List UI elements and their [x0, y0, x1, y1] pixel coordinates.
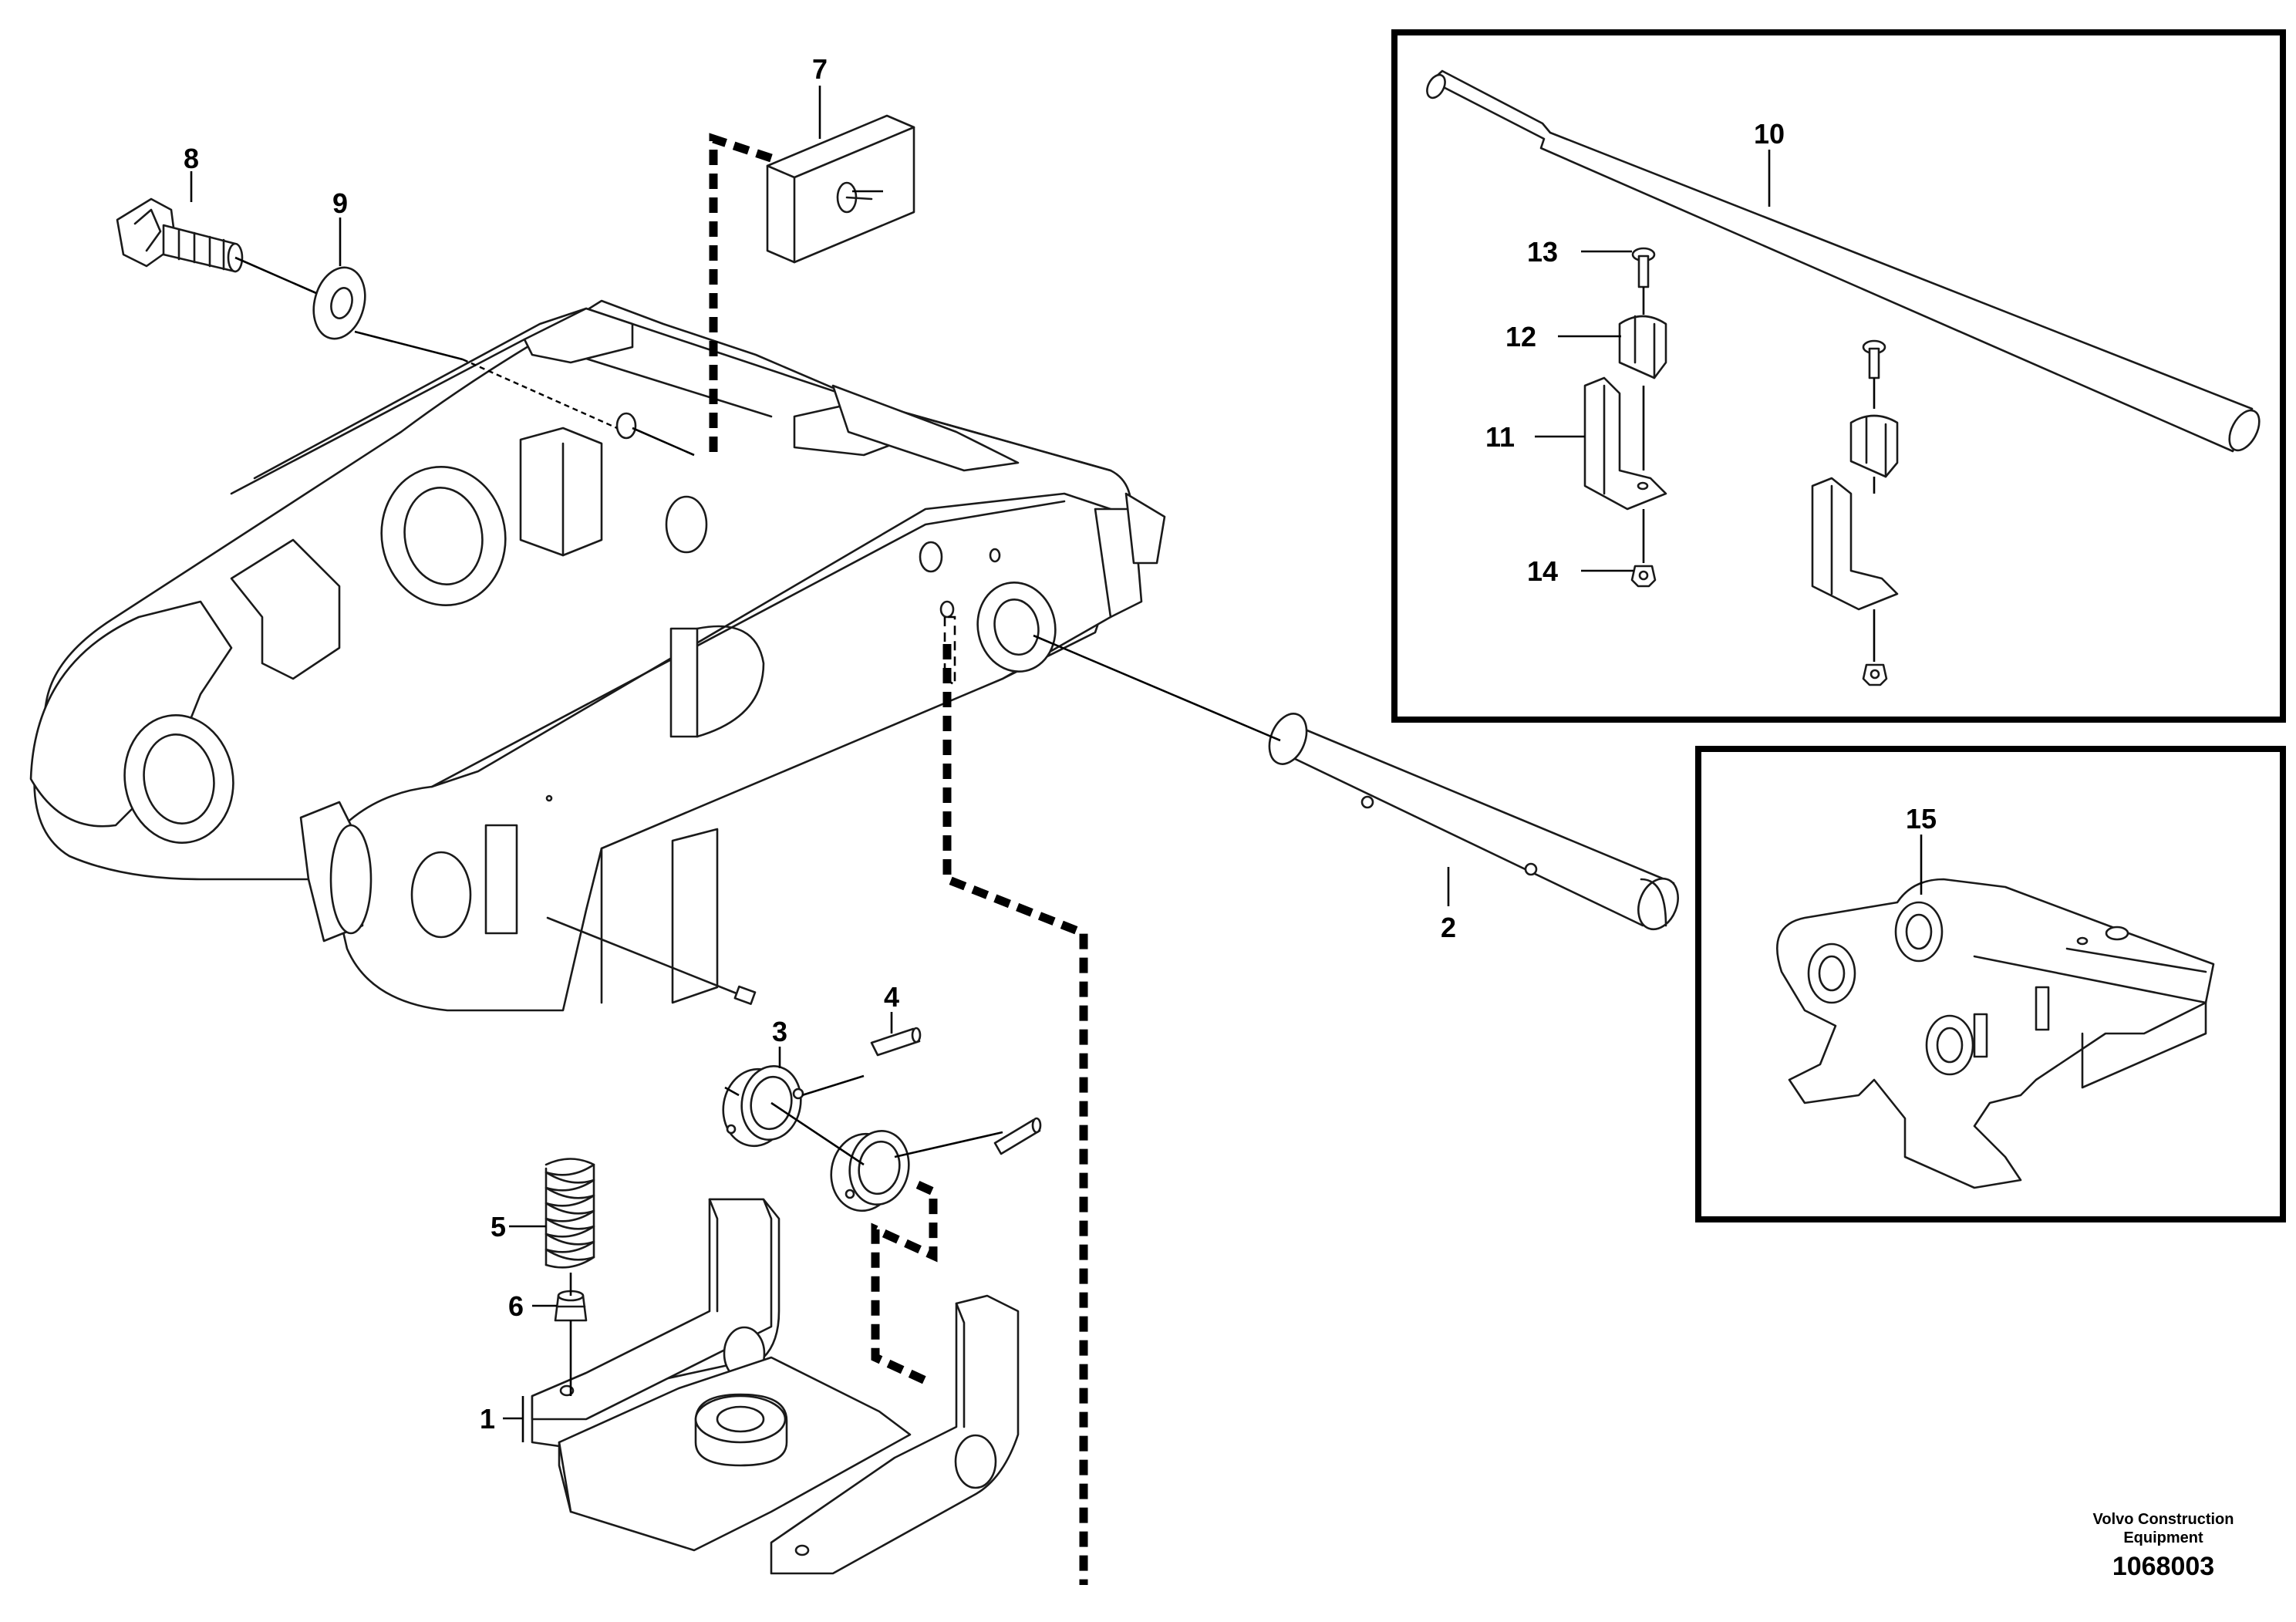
- part-6-plunger: [554, 1290, 588, 1322]
- drawing-footer: Volvo Construction Equipment 1068003: [2093, 1511, 2234, 1581]
- callout-1: 1: [480, 1403, 495, 1435]
- part-3-collars: [722, 1064, 910, 1212]
- callout-11: 11: [1485, 421, 1515, 453]
- callout-numbers: 8 9 7 10 13 12 11 14 15 2 3 4 5 6 1: [184, 53, 1937, 1435]
- callout-3: 3: [772, 1016, 787, 1047]
- inset-panel-complete-coupler: [1695, 746, 2286, 1222]
- drawing-number: 1068003: [2112, 1552, 2214, 1581]
- callout-15: 15: [1906, 803, 1937, 835]
- callout-2: 2: [1441, 912, 1456, 943]
- callout-9: 9: [332, 187, 348, 219]
- part-1-locking-wedge: [531, 1198, 1020, 1575]
- callout-14: 14: [1527, 555, 1558, 587]
- brand-line-1: Volvo Construction: [2093, 1511, 2234, 1528]
- part-2-pin: [1268, 713, 1679, 931]
- callout-5: 5: [491, 1211, 506, 1243]
- callout-10: 10: [1754, 118, 1785, 150]
- callout-12: 12: [1505, 321, 1536, 352]
- callout-8: 8: [184, 143, 199, 174]
- part-8-bolt: [116, 197, 244, 273]
- callout-leaders: [190, 86, 1923, 1442]
- callout-6: 6: [508, 1290, 524, 1322]
- brand-line-2: Equipment: [2123, 1529, 2203, 1546]
- assembly-lines: [234, 133, 1281, 1585]
- coupler-frame: [29, 299, 1166, 1012]
- part-9-washer: [312, 266, 366, 340]
- callout-7: 7: [812, 53, 828, 85]
- part-7-block: [766, 114, 915, 264]
- inset-panel-cable-holder: [1391, 29, 2286, 723]
- callout-13: 13: [1527, 236, 1558, 268]
- callout-4: 4: [884, 981, 899, 1013]
- part-4-pins: [870, 1027, 1042, 1155]
- part-5-spring: [544, 1158, 595, 1269]
